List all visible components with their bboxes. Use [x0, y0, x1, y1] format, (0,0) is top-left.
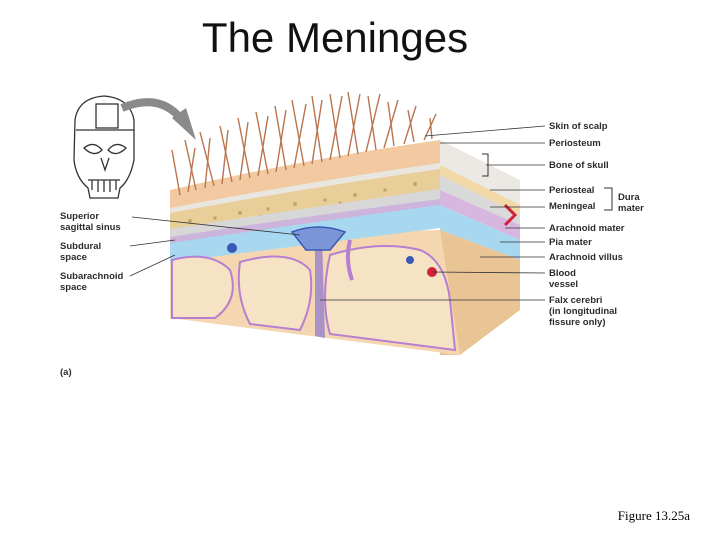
label-periosteum: Periosteum — [549, 138, 601, 149]
label-meningeal: Meningeal — [549, 201, 595, 212]
label-arachnoid-mater: Arachnoid mater — [549, 223, 625, 234]
label-skin-of-scalp: Skin of scalp — [549, 121, 608, 132]
dura-bracket — [604, 188, 612, 210]
figure-caption: Figure 13.25a — [618, 508, 690, 524]
label-pia-mater: Pia mater — [549, 237, 592, 248]
tissue-block — [170, 140, 520, 355]
label-subarachnoid-space: Subarachnoid space — [60, 271, 123, 293]
panel-letter: (a) — [60, 367, 72, 378]
label-subdural-space: Subdural space — [60, 241, 101, 263]
label-superior-sagittal-sinus: Superior sagittal sinus — [60, 211, 121, 233]
label-periosteal: Periosteal — [549, 185, 594, 196]
label-bone-of-skull: Bone of skull — [549, 160, 609, 171]
label-arachnoid-villus: Arachnoid villus — [549, 252, 623, 263]
label-dura-mater: Dura mater — [618, 192, 644, 214]
label-falx-cerebri: Falx cerebri (in longitudinal fissure on… — [549, 295, 617, 328]
skull-thumbnail — [74, 96, 134, 198]
label-blood-vessel: Blood vessel — [549, 268, 578, 290]
